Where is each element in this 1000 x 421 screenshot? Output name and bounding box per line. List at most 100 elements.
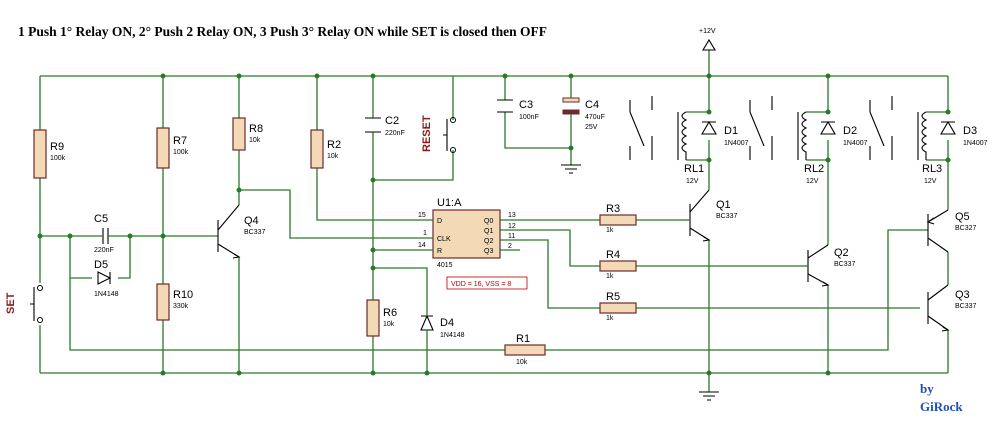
ic-part: 4015: [437, 262, 453, 269]
rl2-value: 12V: [806, 178, 819, 185]
relay-rl1: RL1 12V: [629, 96, 704, 185]
diode-d3: D3 1N4007: [940, 120, 988, 147]
c4-voltage: 25V: [585, 124, 598, 131]
power-note-text: VDD = 16, VSS = 8: [451, 281, 511, 288]
d3-value: 1N4007: [963, 140, 988, 147]
power-note: VDD = 16, VSS = 8: [446, 276, 528, 290]
c2-ref: C2: [385, 115, 399, 127]
resistor-r3: R3 1k: [599, 203, 637, 234]
r2-value: 10k: [327, 153, 339, 160]
q5-value: BC327: [955, 225, 977, 232]
junctions: [37, 73, 951, 376]
ic-pin-q3: Q3: [484, 248, 493, 255]
r5-value: 1k: [606, 315, 614, 322]
rl1-value: 12V: [686, 178, 699, 185]
ic-pin-q0: Q0: [484, 218, 493, 225]
r8-value: 10k: [249, 137, 261, 144]
q4-ref: Q4: [244, 215, 259, 227]
transistor-q5: Q5 BC327: [926, 209, 977, 253]
diode-d5: D5 1N4148: [94, 259, 119, 298]
d4-value: 1N4148: [440, 332, 465, 339]
switch-set: SET: [5, 285, 43, 323]
d2-ref: D2: [843, 125, 857, 137]
resistor-r2: R2 10k: [310, 129, 341, 169]
reset-label: RESET: [421, 115, 433, 152]
transistor-q2: Q2 BC337: [800, 244, 856, 287]
ic-pin-14: 14: [418, 242, 426, 249]
c3-value: 100nF: [519, 114, 539, 121]
r7-ref: R7: [173, 135, 187, 147]
resistor-r4: R4 1k: [599, 249, 637, 280]
r3-ref: R3: [606, 203, 620, 215]
ic-u1a: U1:A 4015 D CLK R Q0 Q1 Q2 Q3 15 1 14 13…: [418, 197, 516, 269]
rl1-ref: RL1: [684, 163, 704, 175]
capacitor-c4: C4 470uF 25V: [562, 97, 605, 131]
rl2-ref: RL2: [804, 163, 824, 175]
ic-pin-11: 11: [508, 233, 515, 240]
r10-value: 330k: [173, 303, 189, 310]
q1-ref: Q1: [716, 199, 731, 211]
r9-ref: R9: [50, 141, 64, 153]
relay-rl3: RL3 12V: [869, 96, 942, 185]
transistor-q4: Q4 BC337: [217, 204, 266, 259]
wires: [39, 50, 949, 392]
r3-value: 1k: [606, 227, 614, 234]
ic-pin-d: D: [437, 218, 442, 225]
d5-ref: D5: [94, 259, 108, 271]
transistor-q3: Q3 BC337: [927, 284, 977, 332]
ic-pin-12: 12: [508, 223, 516, 230]
resistor-r9: R9 100k: [33, 129, 66, 179]
resistor-r5: R5 1k: [599, 291, 637, 322]
q5-ref: Q5: [955, 211, 970, 223]
r6-ref: R6: [383, 307, 397, 319]
c2-value: 220nF: [385, 130, 405, 137]
r7-value: 100k: [173, 149, 189, 156]
c5-value: 220nF: [94, 247, 114, 254]
resistor-r6: R6 10k: [366, 299, 397, 337]
r2-ref: R2: [327, 139, 341, 151]
c4-ref: C4: [585, 99, 599, 111]
d3-ref: D3: [963, 125, 977, 137]
d5-value: 1N4148: [94, 291, 119, 298]
r4-ref: R4: [606, 249, 620, 261]
ic-pin-clk: CLK: [437, 236, 451, 243]
r5-ref: R5: [606, 291, 620, 303]
ic-pin-1: 1: [423, 230, 427, 237]
d4-ref: D4: [440, 317, 454, 329]
relay-rl2: RL2 12V: [749, 96, 824, 185]
resistor-r7: R7 100k: [156, 127, 189, 169]
transistor-q1: Q1 BC337: [680, 189, 738, 242]
set-label: SET: [5, 292, 17, 314]
ic-pin-q2: Q2: [484, 238, 493, 245]
q3-value: BC337: [955, 303, 977, 310]
capacitor-c5: C5 220nF: [92, 213, 118, 254]
q1-value: BC337: [716, 213, 738, 220]
ic-pin-q1: Q1: [484, 228, 493, 235]
ground-symbol: [561, 164, 719, 401]
q4-value: BC337: [244, 229, 266, 236]
ic-pin-15: 15: [418, 212, 426, 219]
supply-label: +12V: [699, 28, 716, 35]
signature: by GiRock: [920, 381, 963, 414]
ic-pin-r: R: [437, 248, 442, 255]
resistor-r1: R1 10k: [504, 333, 546, 366]
d1-ref: D1: [724, 125, 738, 137]
schematic-title: 1 Push 1° Relay ON, 2° Push 2 Relay ON, …: [18, 24, 547, 39]
c4-value: 470uF: [585, 114, 605, 121]
supply-terminal: +12V: [699, 28, 716, 51]
switch-reset: RESET: [421, 115, 456, 153]
r1-value: 10k: [516, 359, 528, 366]
diode-d4: D4 1N4148: [420, 310, 465, 339]
signature-by: by: [920, 381, 934, 396]
r10-ref: R10: [173, 289, 193, 301]
rl3-value: 12V: [924, 178, 937, 185]
signature-name: GiRock: [920, 399, 963, 414]
diode-d1: D1 1N4007: [701, 120, 749, 147]
ic-ref: U1:A: [437, 197, 462, 209]
r6-value: 10k: [383, 321, 395, 328]
r9-value: 100k: [50, 155, 66, 162]
rl3-ref: RL3: [922, 163, 942, 175]
d2-value: 1N4007: [843, 140, 868, 147]
capacitor-c2: C2 220nF: [365, 115, 405, 137]
r1-ref: R1: [516, 333, 530, 345]
